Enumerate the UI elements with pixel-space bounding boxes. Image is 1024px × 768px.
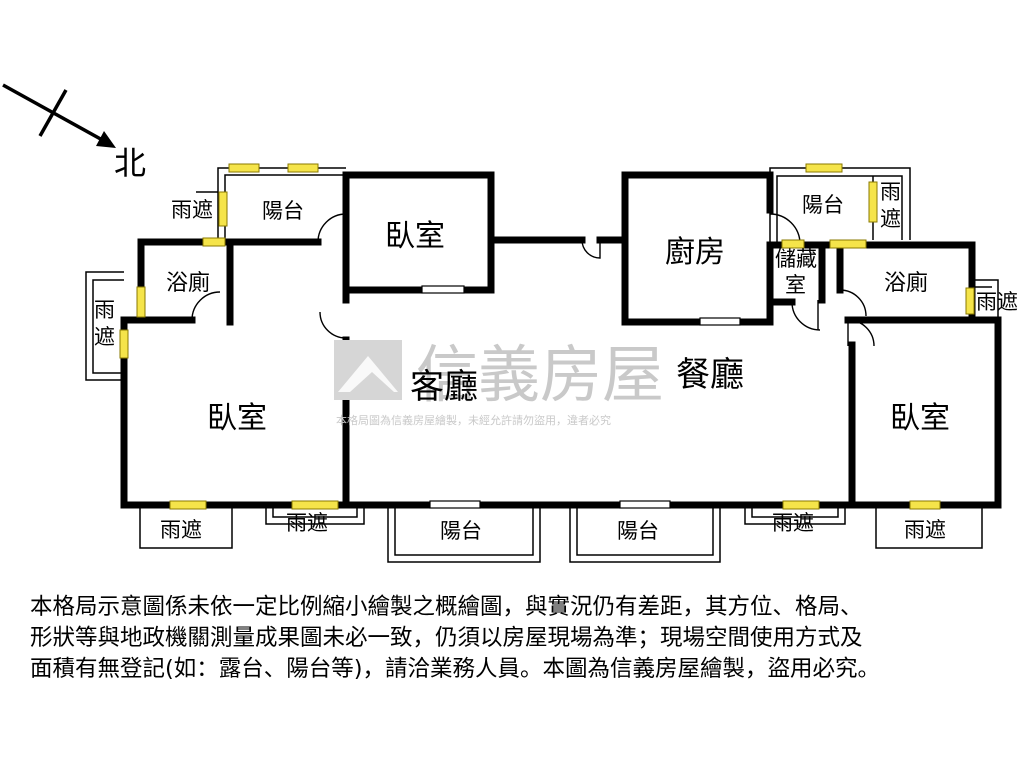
canopy-left-label-2: 遮 <box>94 325 115 349</box>
windows <box>119 163 975 510</box>
disclaimer-line: 形狀等與地政機關測量成果圖未必一致，仍須以房屋現場為準；現場空間使用方式及 <box>30 625 863 651</box>
watermark-logo <box>334 340 402 400</box>
bath-right-label: 浴廁 <box>884 271 928 296</box>
canopy-bottom-2-label: 雨遮 <box>286 511 328 535</box>
storage-label-2: 室 <box>785 273 806 297</box>
canopy-bottom-3-label: 雨遮 <box>772 511 814 535</box>
disclaimer-line: 面積有無登記(如：露台、陽台等)，請洽業務人員。本圖為信義房屋繪製，盜用必究。 <box>30 656 881 682</box>
kitchen-label: 廚房 <box>665 235 725 270</box>
canopy-right-top-label-1: 雨 <box>880 180 901 204</box>
floor-plan: 北 <box>2 83 1018 563</box>
canopy-left-label-1: 雨 <box>94 298 115 322</box>
canopy-right-top-label-2: 遮 <box>880 207 901 231</box>
canopy-bottom-1-label: 雨遮 <box>160 518 202 542</box>
bedroom-right-label: 臥室 <box>890 401 950 436</box>
north-label: 北 <box>114 144 146 182</box>
bedroom-left-label: 臥室 <box>207 401 267 436</box>
balcony-top-right-label: 陽台 <box>802 193 844 217</box>
canopy-bottom-4-label: 雨遮 <box>904 518 946 542</box>
disclaimer-text: 本格局示意圖係未依一定比例縮小繪製之概繪圖，與實況仍有差距，其方位、格局、 形狀… <box>30 592 1005 685</box>
storage-label-1: 儲藏 <box>775 247 817 271</box>
balcony-bottom-1-label: 陽台 <box>440 519 482 543</box>
watermark-brand: 信義房屋 <box>416 338 664 411</box>
sliding-doors <box>421 285 741 509</box>
canopy-top-left-label: 雨遮 <box>171 198 213 222</box>
bath-left-label: 浴廁 <box>166 271 210 296</box>
door-arcs <box>191 213 875 347</box>
dining-label: 餐廳 <box>676 355 744 395</box>
balcony-bottom-2-label: 陽台 <box>617 519 659 543</box>
living-label: 客廳 <box>410 367 478 407</box>
watermark-notice: 本格局圖為信義房屋繪製，未經允許請勿盜用，違者必究 <box>336 413 611 427</box>
canopy-right-side-label: 雨遮 <box>976 290 1018 314</box>
disclaimer-line: 本格局示意圖係未依一定比例縮小繪製之概繪圖，與實況仍有差距，其方位、格局、 <box>30 594 863 620</box>
north-arrow-icon <box>2 83 116 148</box>
bedroom-top-label: 臥室 <box>385 219 445 254</box>
balcony-top-left-label: 陽台 <box>262 199 304 223</box>
